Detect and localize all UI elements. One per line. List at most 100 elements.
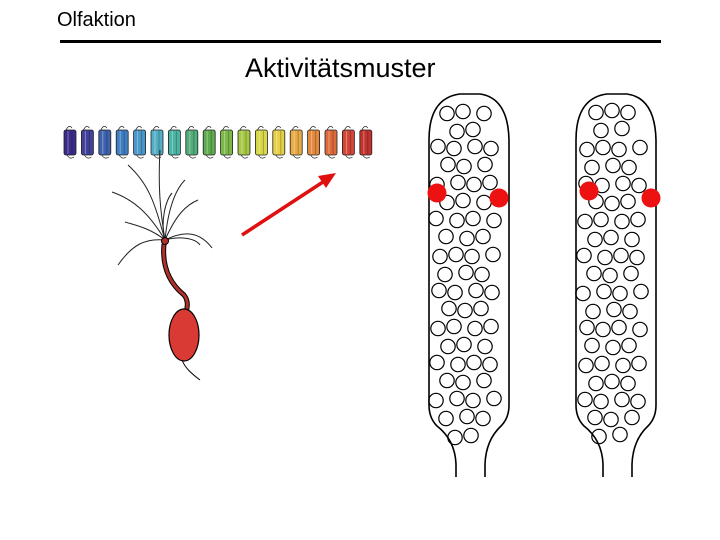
glomerulus	[450, 356, 466, 373]
glomerulus	[468, 282, 484, 299]
glomerulus	[623, 265, 639, 282]
glomerulus	[446, 318, 462, 335]
olfactory-neuron-icon	[111, 149, 213, 381]
receptor-protein-icon	[98, 126, 112, 159]
glomerulus	[465, 392, 481, 409]
glomerulus	[603, 229, 619, 246]
glomerulus	[476, 105, 492, 122]
glomerulus	[438, 228, 454, 245]
receptor-protein-icon	[133, 126, 147, 159]
glomerulus	[439, 194, 455, 211]
glomerulus	[482, 356, 498, 373]
glomerulus	[585, 303, 601, 320]
glomerulus	[577, 213, 593, 230]
glomerulus	[430, 138, 446, 155]
receptor-protein-icon	[63, 126, 77, 159]
glomerulus	[612, 426, 628, 443]
receptor-protein-icon	[115, 126, 129, 159]
glomerulus	[466, 176, 482, 193]
glomerulus	[614, 391, 630, 408]
receptor-protein-icon	[150, 126, 164, 159]
glomerulus	[593, 211, 609, 228]
glomerulus	[448, 246, 464, 263]
glomerulus	[578, 357, 594, 374]
glomerulus	[486, 212, 502, 229]
glomerulus	[591, 428, 607, 445]
olfactory-bulb-right	[575, 93, 657, 477]
glomerulus	[604, 195, 620, 212]
glomerulus	[621, 159, 637, 176]
receptor-protein-icon	[359, 126, 373, 159]
glomerulus	[613, 247, 629, 264]
glomerulus	[483, 318, 499, 335]
glomerulus	[449, 390, 465, 407]
receptor-protein-icon	[237, 126, 251, 159]
glomerulus	[588, 375, 604, 392]
active-glomerulus	[641, 188, 661, 208]
glomerulus	[474, 266, 490, 283]
glomerulus	[482, 174, 498, 191]
receptor-protein-icon	[81, 126, 94, 159]
glomerulus	[620, 193, 636, 210]
glomerulus	[595, 139, 611, 156]
glomerulus	[450, 174, 466, 191]
glomerulus	[614, 213, 630, 230]
glomerulus	[633, 283, 649, 300]
glomerulus	[611, 319, 627, 336]
glomerulus	[603, 411, 619, 428]
glomerulus	[456, 336, 472, 353]
glomerulus	[467, 320, 483, 337]
glomerulus	[605, 157, 621, 174]
glomerulus	[584, 159, 600, 176]
glomerulus	[440, 338, 456, 355]
diagram-subtitle: Aktivitätsmuster	[245, 53, 436, 83]
olfactory-bulb-left	[428, 93, 510, 477]
glomerulus	[579, 141, 595, 158]
receptor-protein-icon	[324, 126, 338, 159]
glomerulus	[632, 321, 648, 338]
glomerulus	[631, 177, 647, 194]
glomerulus	[430, 320, 446, 337]
glomerulus	[631, 355, 647, 372]
glomerulus	[632, 139, 648, 156]
glomerulus	[465, 210, 481, 227]
glomerulus	[606, 301, 622, 318]
glomerulus	[624, 231, 640, 248]
glomerulus	[605, 339, 621, 356]
glomerulus	[486, 390, 502, 407]
glomerulus	[630, 211, 646, 228]
glomerulus	[473, 300, 489, 317]
glomerulus	[463, 427, 479, 444]
glomerulus	[587, 409, 603, 426]
glomerulus	[483, 140, 499, 157]
glomerulus	[604, 373, 620, 390]
glomerulus	[475, 410, 491, 427]
active-glomerulus	[579, 181, 599, 201]
glomerulus	[429, 354, 445, 371]
glomerulus	[595, 321, 611, 338]
glomerulus	[611, 141, 627, 158]
glomerulus	[456, 158, 472, 175]
receptor-protein-icon	[254, 126, 268, 159]
glomerulus	[615, 357, 631, 374]
glomerulus	[476, 372, 492, 389]
glomerulus	[593, 122, 609, 139]
glomerulus	[449, 123, 465, 140]
glomerulus	[439, 372, 455, 389]
glomerulus	[586, 265, 602, 282]
glomerulus	[602, 267, 618, 284]
glomerulus	[459, 230, 475, 247]
receptor-protein-icon	[167, 126, 181, 159]
receptor-protein-icon	[307, 126, 321, 159]
glomerulus	[438, 410, 454, 427]
glomerulus	[477, 338, 493, 355]
glomerulus	[428, 392, 444, 409]
receptor-protein-icon	[185, 126, 199, 159]
glomerulus	[594, 355, 610, 372]
receptor-protein-icon	[202, 126, 216, 159]
glomerulus	[455, 192, 471, 209]
glomerulus	[447, 284, 463, 301]
glomerulus	[614, 120, 630, 137]
glomeruli-left	[427, 103, 509, 446]
